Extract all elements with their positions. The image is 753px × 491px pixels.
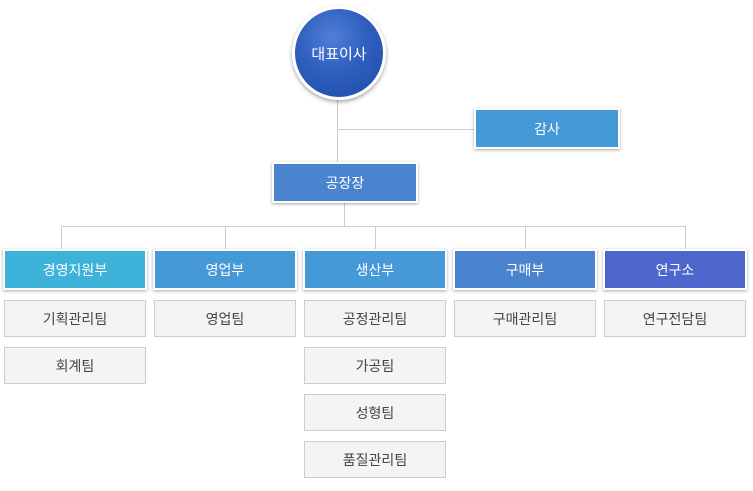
plant-manager-label: 공장장 (325, 175, 365, 192)
team-label: 기획관리팀 (42, 311, 108, 328)
team-label: 성형팀 (355, 405, 395, 422)
team-label: 품질관리팀 (342, 452, 408, 469)
team-label: 공정관리팀 (342, 311, 408, 328)
team-box: 가공팀 (304, 347, 446, 384)
audit-box: 감사 (474, 108, 620, 149)
dept-label: 영업부 (205, 262, 245, 279)
team-box: 기획관리팀 (4, 300, 146, 337)
team-label: 영업팀 (205, 311, 245, 328)
team-box: 영업팀 (154, 300, 296, 337)
team-label: 가공팀 (355, 358, 395, 375)
plant-manager-box: 공장장 (272, 162, 418, 203)
audit-label: 감사 (534, 121, 560, 138)
dept-label: 연구소 (655, 262, 695, 279)
team-label: 연구전담팀 (642, 311, 708, 328)
team-box: 구매관리팀 (454, 300, 596, 337)
team-box: 연구전담팀 (604, 300, 746, 337)
dept-purchasing: 구매부 (453, 249, 597, 290)
team-box: 품질관리팀 (304, 441, 446, 478)
team-box: 회계팀 (4, 347, 146, 384)
team-label: 회계팀 (55, 358, 95, 375)
dept-production: 생산부 (303, 249, 447, 290)
team-box: 성형팀 (304, 394, 446, 431)
dept-label: 경영지원부 (42, 262, 108, 279)
dept-label: 구매부 (505, 262, 545, 279)
dept-label: 생산부 (355, 262, 395, 279)
dept-management-support: 경영지원부 (3, 249, 147, 290)
team-box: 공정관리팀 (304, 300, 446, 337)
team-label: 구매관리팀 (492, 311, 558, 328)
dept-research: 연구소 (603, 249, 747, 290)
ceo-node: 대표이사 (292, 6, 386, 100)
ceo-label: 대표이사 (311, 44, 367, 63)
dept-sales: 영업부 (153, 249, 297, 290)
